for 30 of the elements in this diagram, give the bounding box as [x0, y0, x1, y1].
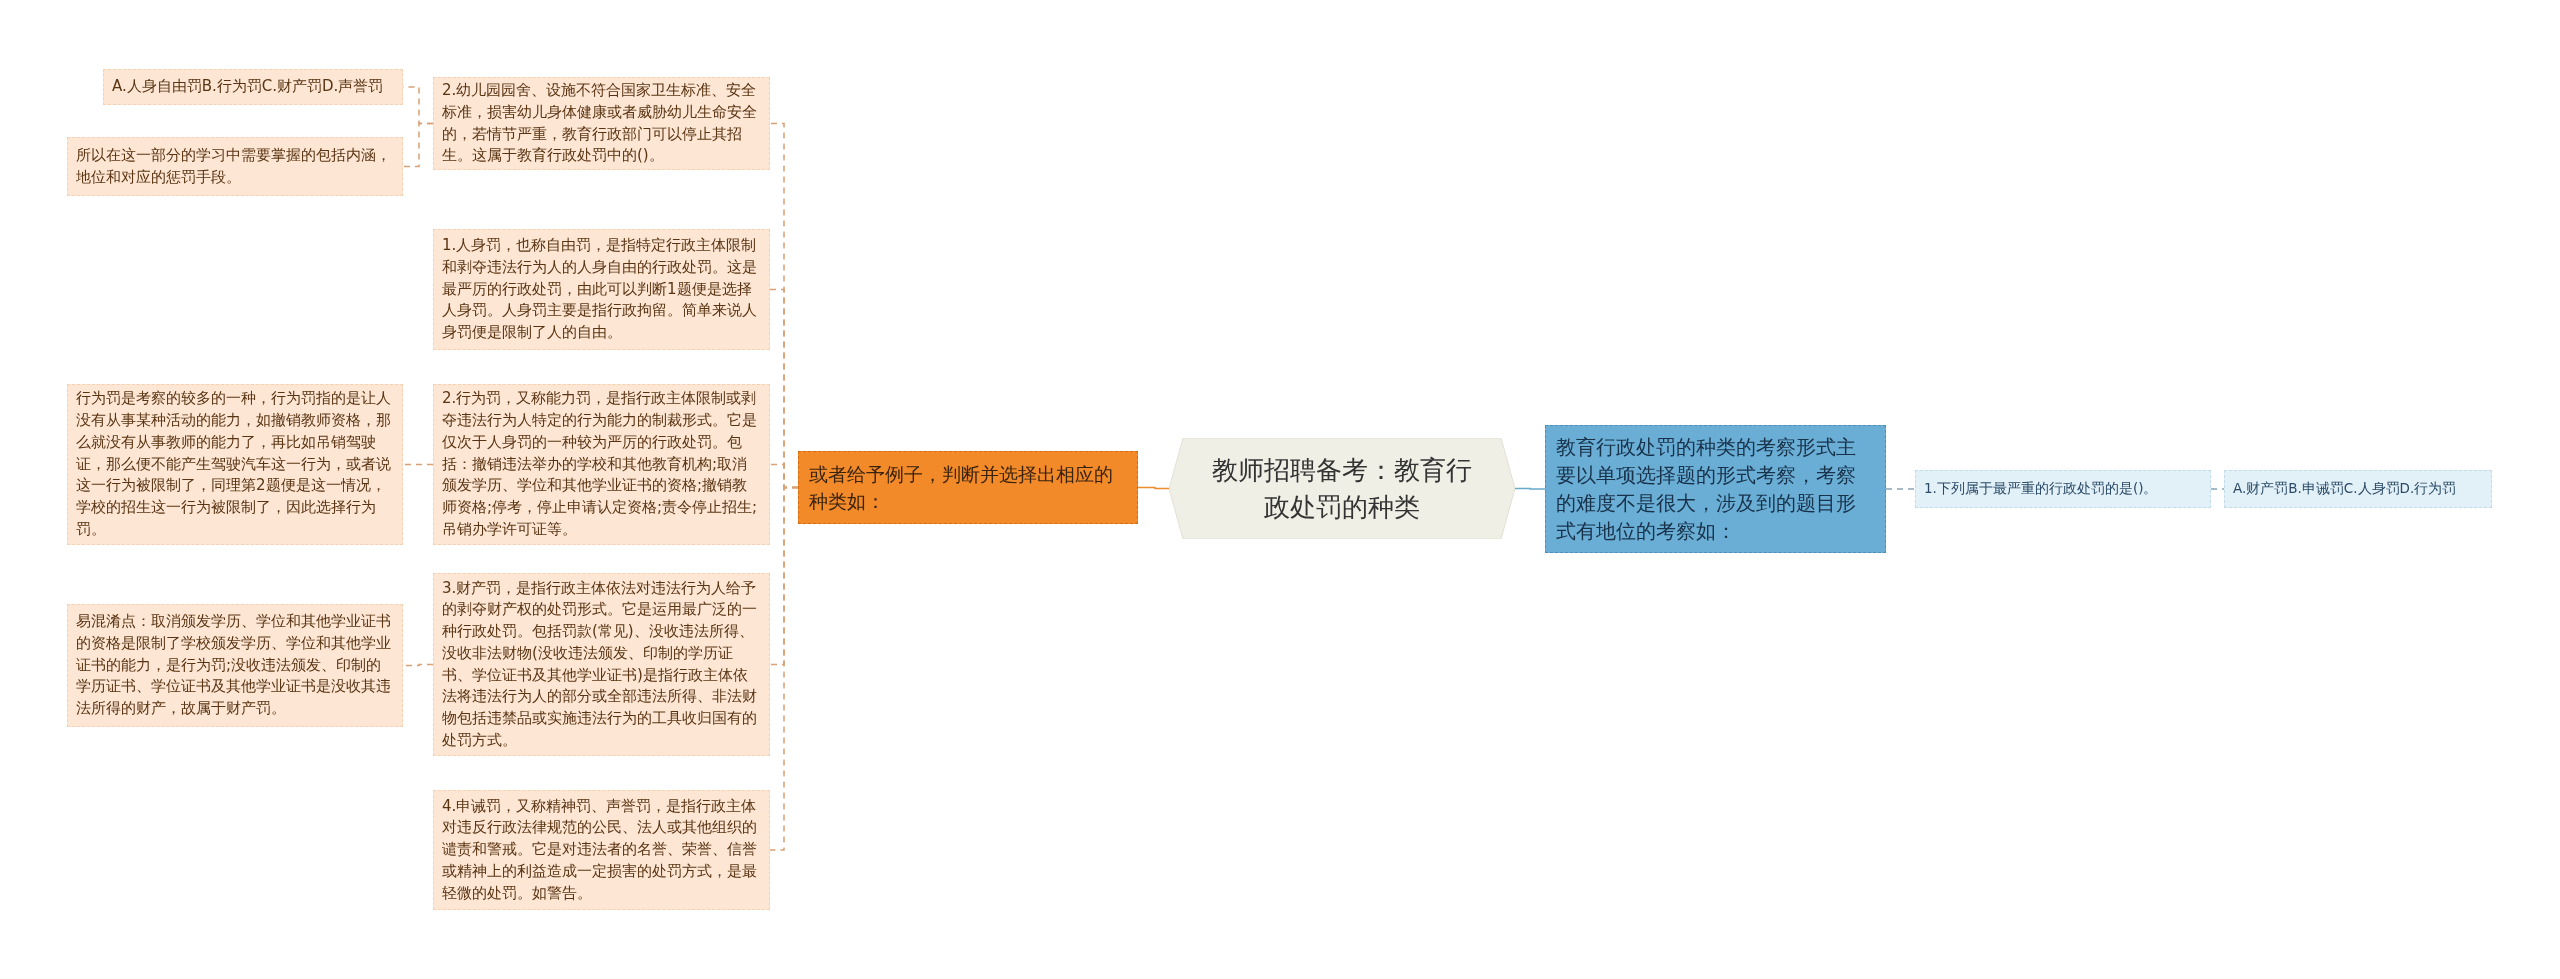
connector-line	[1137, 486, 1170, 490]
branch-box	[1545, 425, 1886, 553]
note-text: 或者给予例子，判断并选择出相应的种类如：	[809, 461, 1114, 514]
note-text: 所以在这一部分的学习中需要掌握的包括内涵，地位和对应的惩罚手段。	[76, 144, 392, 188]
note-text: A.人身自由罚B.行为罚C.财产罚D.声誉罚	[112, 76, 384, 98]
note-text: 4.申诫罚，又称精神罚、声誉罚，是指行政主体对违反行政法律规范的公民、法人或其他组织的谴责和警戒。它是对违法者的名誉、荣誉、信誉或精神上的利益造成一定损害的处罚方式，是最轻微的处罚。如警告。	[442, 795, 758, 904]
note-text: 教育行政处罚的种类的考察形式主要以单项选择题的形式考察，考察的难度不是很大，涉及到的题目形式有地位的考察如：	[1556, 434, 1857, 545]
connector-line	[1885, 488, 1916, 490]
note-card	[67, 137, 403, 196]
connector-line	[1514, 487, 1546, 490]
note-card	[433, 229, 770, 350]
central-topic	[1169, 438, 1515, 539]
note-text: 3.财产罚，是指行政主体依法对违法行为人给予的剥夺财产权的处罚形式。它是运用最广泛的一种行政处罚。包括罚款(常见)、没收违法所得、没收非法财物(没收违法颁发、印制的学历证书、学位证书及其他学业证书)是指行政主体依法将违法行为人的部分或全部违法所得、非法财物包括违禁品或实施违法行为的工具收归国有的处罚方式。	[442, 577, 758, 751]
branch-box	[798, 451, 1138, 524]
note-text: 2.行为罚，又称能力罚，是指行政主体限制或剥夺违法行为人特定的行为能力的制裁形式。它是仅次于人身罚的一种较为严厉的行政处罚。包括：撤销违法举办的学校和其他教育机构;取消颁发学历、学位和其他学业证书的资格;撤销教师资格;停考，停止申请认定资格;责令停止招生;吊销办学许可证等。	[442, 388, 759, 540]
connector-line	[402, 463, 434, 466]
topic-title: 教师招聘备考：教育行政处罚的种类	[1211, 454, 1473, 524]
note-text: 行为罚是考察的较多的一种，行为罚指的是让人没有从事某种活动的能力，如撤销教师资格，那么就没有从事教师的能力了，再比如吊销驾驶证，那么便不能产生驾驶汽车这一行为，或者说这一行为被限制了，同理第2题便是这一情况，学校的招生这一行为被限制了，因此选择行为罚。	[76, 388, 392, 540]
note-card	[67, 604, 403, 727]
note-card	[1915, 470, 2211, 508]
note-text: 易混淆点：取消颁发学历、学位和其他学业证书的资格是限制了学校颁发学历、学位和其他学业证书的能力，是行为罚;没收违法颁发、印制的学历证书、学位证书及其他学业证书是没收其违法所得的财产，故属于财产罚。	[76, 611, 392, 720]
note-text: 2.幼儿园园舍、设施不符合国家卫生标准、安全标准，损害幼儿身体健康或者威胁幼儿生命安全的，若情节严重，教育行政部门可以停止其招生。这属于教育行政处罚中的()。	[442, 80, 758, 167]
connector-line	[769, 486, 799, 851]
note-text: A.财产罚B.申诫罚C.人身罚D.行为罚	[2233, 480, 2457, 498]
connector-line	[2210, 488, 2225, 490]
note-text: 1.下列属于最严重的行政处罚的是()。	[1924, 480, 2158, 498]
note-text: 1.人身罚，也称自由罚，是指特定行政主体限制和剥夺违法行为人的人身自由的行政处罚。这是最严厉的行政处罚，由此可以判断1题便是选择人身罚。人身罚主要是指行政拘留。简单来说人身罚便是限制了人的自由。	[442, 235, 758, 344]
note-card	[103, 69, 403, 105]
note-card	[2224, 470, 2492, 508]
connector-line	[402, 122, 434, 168]
